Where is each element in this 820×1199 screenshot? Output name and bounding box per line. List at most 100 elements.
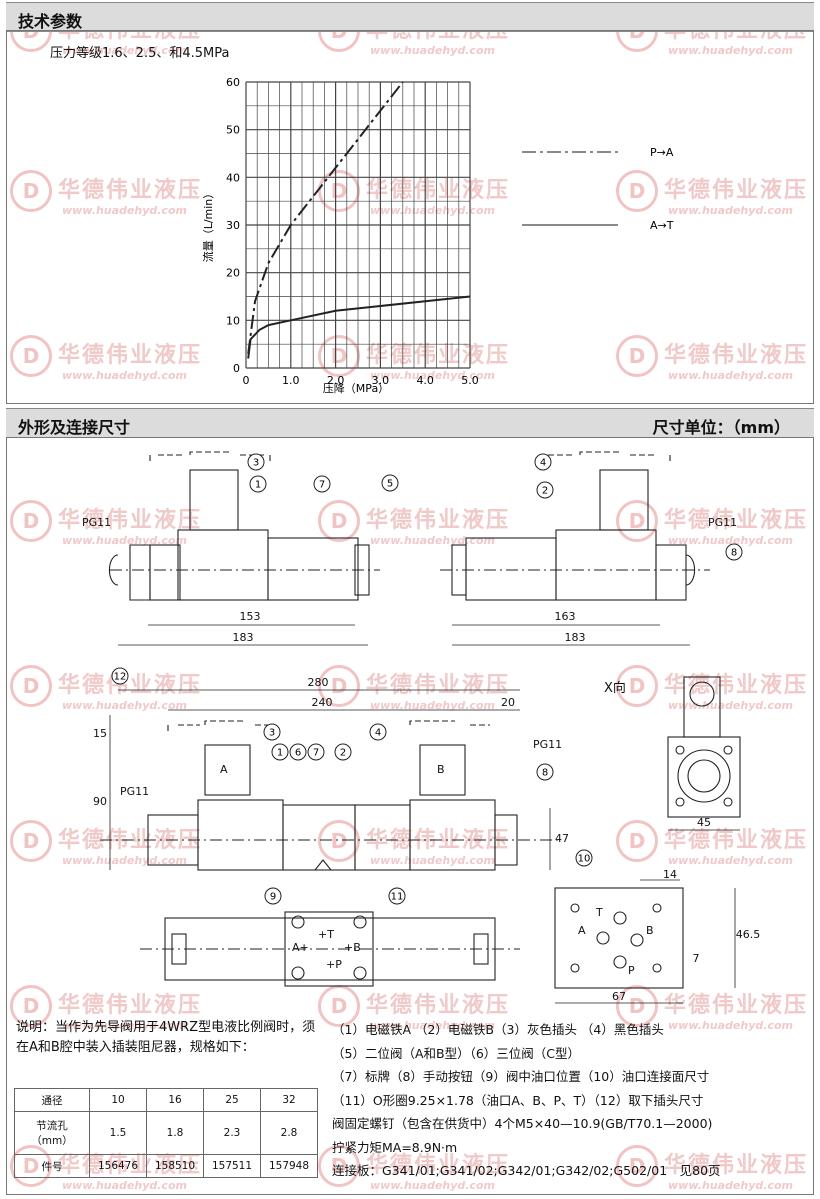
watermark-brand: 华德伟业液压 — [366, 1153, 511, 1178]
callout-circle — [271, 743, 289, 761]
callout-circle — [264, 887, 282, 905]
watermark-url: www.huadehyd.com — [370, 699, 495, 712]
watermark-logo-icon: D — [318, 665, 360, 707]
callout-number: 8 — [542, 768, 548, 779]
x-tick-label: 1.0 — [282, 374, 300, 387]
face-port-t: T — [595, 906, 603, 919]
callout-circle — [536, 763, 554, 781]
pg11-label-1: PG11 — [82, 516, 111, 529]
y-tick-label: 30 — [226, 219, 240, 232]
callout-circle — [307, 743, 325, 761]
view-side-left — [108, 451, 380, 601]
watermark-logo-icon: D — [318, 335, 360, 377]
legend-line: （5）二位阀（A和B型）（6）三位阀（C型） — [332, 1045, 581, 1061]
callout-circle — [536, 481, 554, 499]
legend-line: 拧紧力矩MA=8.9N·m — [332, 1139, 458, 1155]
tech-params-title: 技术参数 — [18, 12, 83, 31]
watermark-logo-icon: D — [10, 820, 52, 862]
watermark-logo-icon: D — [616, 170, 658, 212]
chart-grid — [245, 81, 471, 369]
dim-46-5: 46.5 — [736, 928, 761, 941]
dim-14: 14 — [663, 868, 677, 881]
watermark-brand: 华德伟业液压 — [58, 673, 203, 698]
callout-circle — [313, 475, 331, 493]
y-tick-label: 20 — [226, 267, 240, 280]
table-header-cell: 16 — [146, 1088, 204, 1112]
dim-240: 240 — [312, 696, 333, 709]
watermark-url: www.huadehyd.com — [370, 1179, 495, 1192]
callout-number: 3 — [253, 458, 259, 469]
y-tick-label: 60 — [226, 76, 240, 89]
watermark-url: www.huadehyd.com — [370, 1019, 495, 1032]
callout-number: 2 — [340, 748, 346, 759]
legend-line: 连接板：G341/01;G341/02;G342/01;G342/02;G502… — [332, 1163, 721, 1178]
y-tick-label: 10 — [226, 314, 240, 327]
watermark-logo-icon: D — [616, 335, 658, 377]
x-tick-label: 5.0 — [461, 374, 479, 387]
watermark-logo-icon: D — [10, 665, 52, 707]
chart-legend: P→AA→T — [522, 146, 674, 232]
callout-circle — [725, 543, 743, 561]
table-row-label: 节流孔（mm） — [14, 1111, 90, 1155]
callout-circle — [289, 743, 307, 761]
callout-number: 1 — [255, 480, 261, 491]
view-mounting-face — [554, 887, 684, 989]
legend-label: P→A — [650, 146, 674, 159]
dim-153: 153 — [240, 610, 261, 623]
damper-note: 说明：当作为先导阀用于4WRZ型电液比例阀时，须在A和B腔中装入插装阻尼器，规格… — [16, 1020, 316, 1055]
watermark-logo-icon: D — [10, 170, 52, 212]
tech-params-frame — [6, 30, 814, 404]
dim-20: 20 — [501, 696, 515, 709]
dim-163: 163 — [555, 610, 576, 623]
table-header-cell: 10 — [89, 1088, 147, 1112]
dimensions-title: 外形及连接尺寸 — [18, 418, 131, 437]
watermark-url: www.huadehyd.com — [668, 1019, 793, 1032]
watermark-logo-icon: D — [10, 335, 52, 377]
table-cell: 2.3 — [203, 1111, 261, 1155]
callout-number: 7 — [313, 748, 319, 759]
table-header-cell: 32 — [260, 1088, 318, 1112]
dim-183-right: 183 — [565, 631, 586, 644]
pg11-label-4: PG11 — [533, 738, 562, 751]
callout-circle — [263, 723, 281, 741]
x-tick-label: 4.0 — [416, 374, 434, 387]
y-tick-label: 0 — [233, 362, 240, 375]
face-port-p: P — [628, 964, 635, 977]
x-tick-label: 0 — [243, 374, 250, 387]
pg11-label-3: PG11 — [120, 785, 149, 798]
watermark-url: www.huadehyd.com — [62, 854, 187, 867]
watermark-url: www.huadehyd.com — [668, 534, 793, 547]
watermark-url: www.huadehyd.com — [62, 1019, 187, 1032]
view-side-right — [440, 451, 710, 601]
table-cell: 1.8 — [146, 1111, 204, 1155]
legend-line: （7）标牌（8）手动按钮（9）阀中油口位置（10）油口连接面尺寸 — [332, 1069, 710, 1084]
callout-number: 2 — [542, 486, 548, 497]
watermark-logo-icon: D — [616, 820, 658, 862]
pressure-note: 压力等级1.6、2.5、和4.5MPa — [50, 46, 230, 61]
callout-circle — [534, 453, 552, 471]
callout-number: 6 — [295, 748, 301, 759]
x-tick-label: 3.0 — [372, 374, 390, 387]
view-x-direction — [667, 676, 741, 818]
dim-90: 90 — [93, 795, 107, 808]
watermark-url: www.huadehyd.com — [668, 854, 793, 867]
watermark-brand: 华德伟业液压 — [366, 673, 511, 698]
watermark-logo-icon: D — [616, 500, 658, 542]
watermark-brand: 华德伟业液压 — [664, 1153, 809, 1178]
watermark-url: www.huadehyd.com — [62, 44, 187, 57]
port-a-plus: A+ — [292, 941, 309, 954]
view-front — [100, 720, 560, 871]
watermark-logo-icon: D — [616, 1145, 658, 1187]
watermark-url: www.huadehyd.com — [370, 369, 495, 382]
table-cell: 157511 — [203, 1154, 261, 1178]
watermark-brand: 华德伟业液压 — [58, 343, 203, 368]
callout-number: 3 — [269, 728, 275, 739]
watermark-url: www.huadehyd.com — [370, 44, 495, 57]
